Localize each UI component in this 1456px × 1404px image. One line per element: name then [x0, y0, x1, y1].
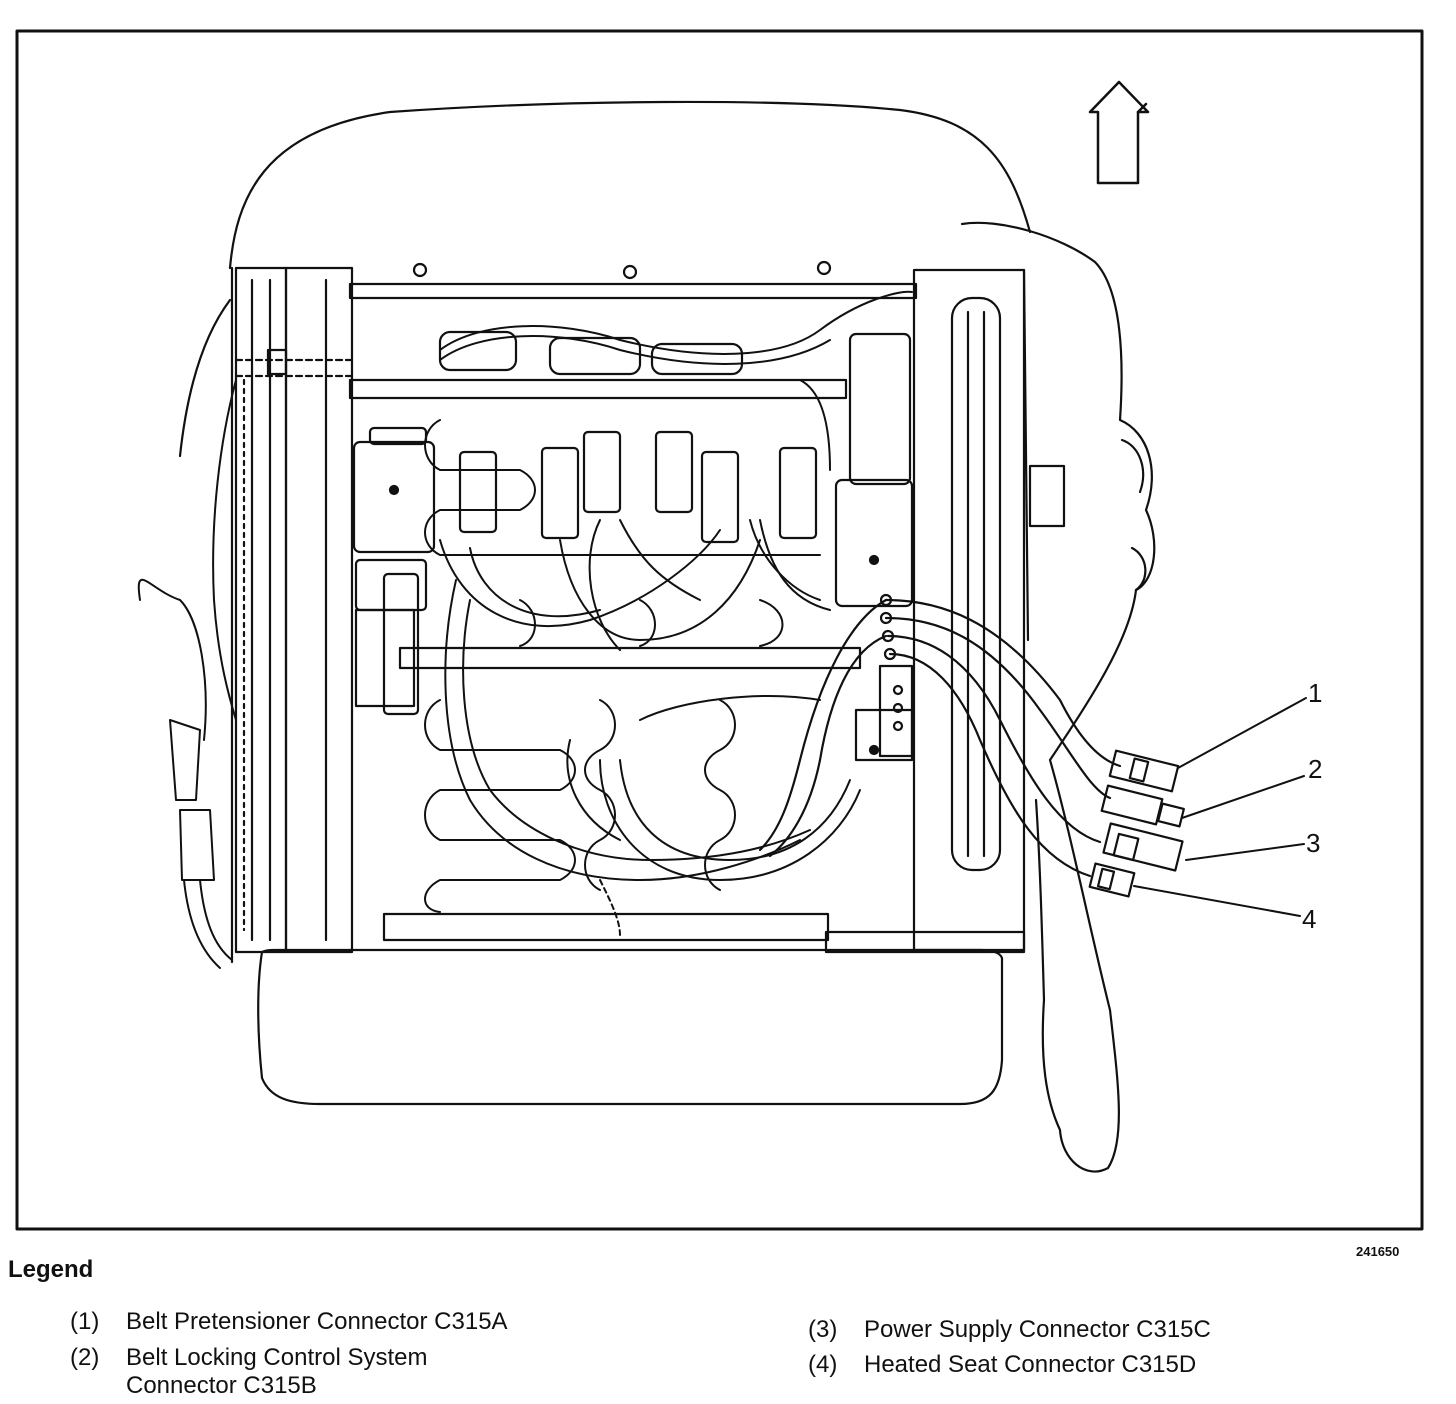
legend-item-number: (4): [808, 1351, 838, 1378]
seat-front-pan: [257, 948, 1004, 1106]
callout-3: 3: [1306, 828, 1320, 858]
legend-item-text-line2: Connector C315B: [126, 1372, 317, 1399]
legend-title: Legend: [8, 1256, 94, 1283]
pigtail-harness: [758, 593, 1122, 878]
seat-cushion-outline: [178, 100, 1032, 964]
up-arrow-icon: [1088, 80, 1150, 185]
callout-4: 4: [1302, 904, 1316, 934]
upper-connector-row: [438, 330, 818, 544]
connector-c315a: [1108, 749, 1180, 793]
legend-item-text: Power Supply Connector C315C: [864, 1316, 1211, 1343]
callout-1: 1: [1308, 678, 1322, 708]
legend-item-text: Belt Locking Control System: [126, 1344, 428, 1371]
seat-motor-right: [834, 332, 914, 762]
wiring-harness: [439, 290, 913, 936]
seat-motor-left: [352, 426, 436, 716]
connector-c315c: [1102, 822, 1184, 872]
legend-item-number: (1): [70, 1308, 100, 1335]
seat-wiring-diagram: 1 2 3 4: [15, 29, 1424, 1231]
legend-item-text: Belt Pretensioner Connector C315A: [126, 1308, 508, 1335]
legend-item-number: (3): [808, 1316, 838, 1343]
left-frame-rail: [234, 266, 354, 954]
legend-item-number: (2): [70, 1344, 100, 1371]
connector-c315d: [1088, 862, 1136, 898]
left-hanging-harness: [137, 379, 237, 969]
figure-id: 241650: [1356, 1244, 1400, 1259]
callout-leaders: [1133, 697, 1307, 917]
cross-bars: [348, 260, 1026, 954]
diagram-border: [15, 29, 1424, 1231]
seat-springs: [424, 419, 821, 913]
right-frame-rail: [912, 268, 1066, 952]
legend-item-text: Heated Seat Connector C315D: [864, 1351, 1197, 1378]
callout-2: 2: [1308, 754, 1322, 784]
